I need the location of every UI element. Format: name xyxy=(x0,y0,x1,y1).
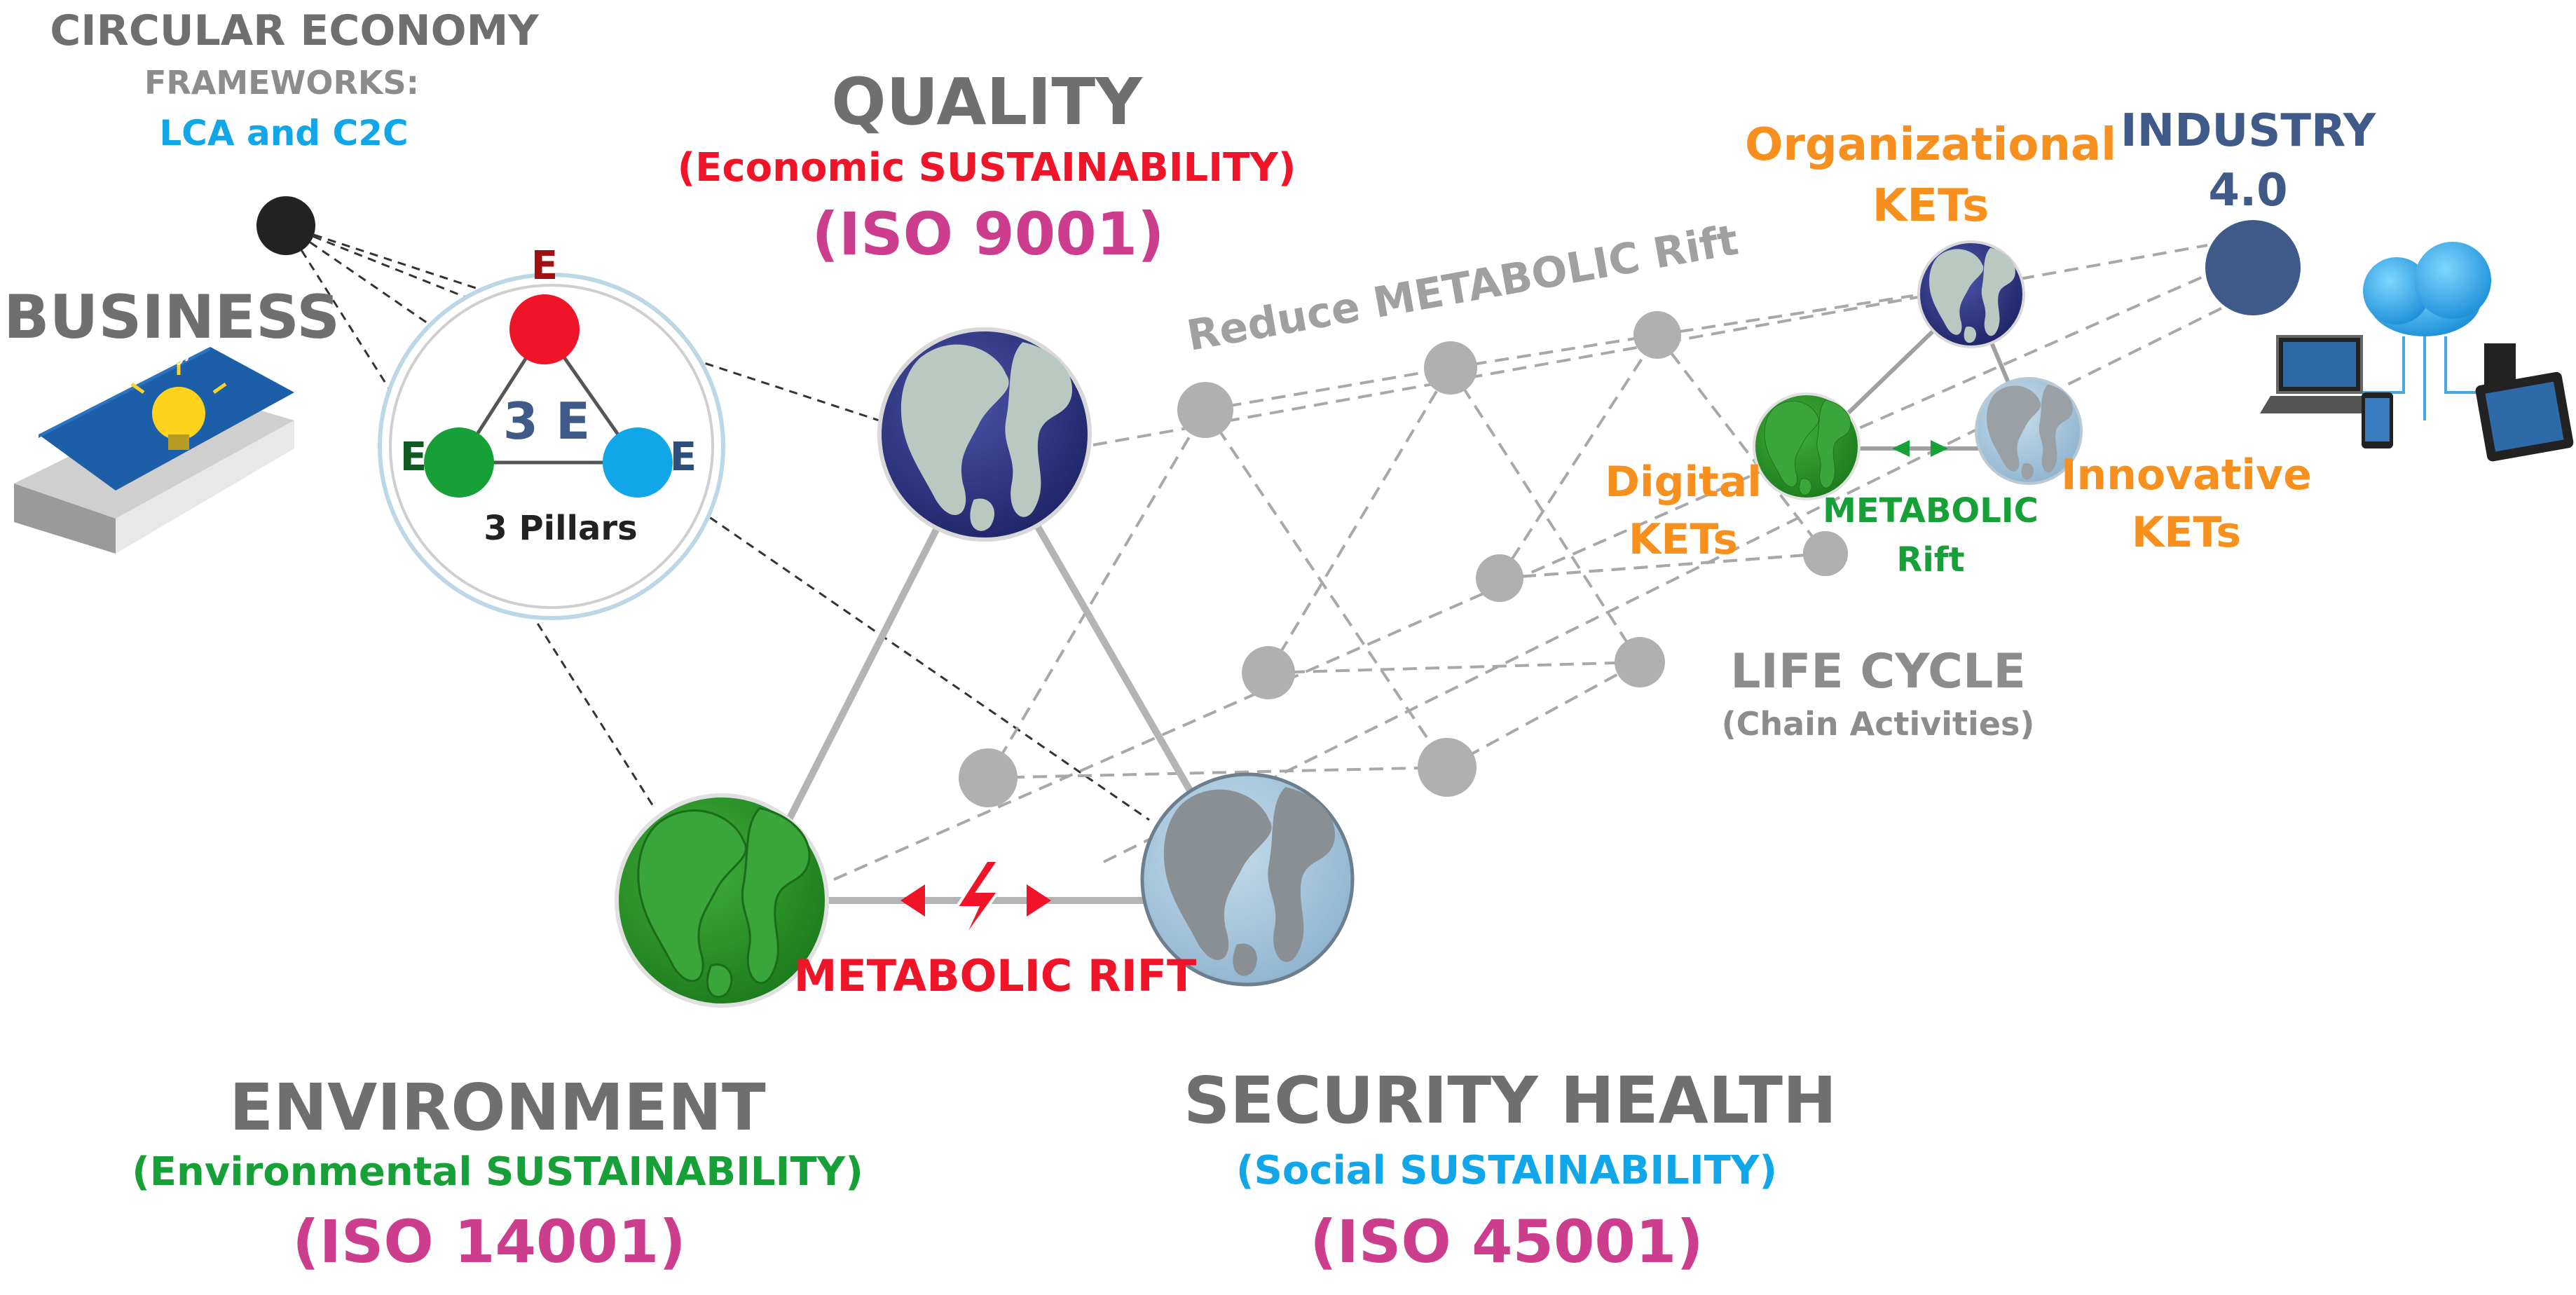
globe-security xyxy=(1140,772,1355,987)
circular-economy-subtitle: FRAMEWORKS: xyxy=(144,64,420,102)
circular-economy-frameworks: LCA and C2C xyxy=(159,113,409,153)
lc-node xyxy=(1418,738,1477,797)
three-e-diagram xyxy=(378,273,725,620)
quality-subtitle-close: ) xyxy=(1277,145,1296,191)
kets-rift-line1: METABOLIC xyxy=(1823,491,2039,530)
metabolic-rift-label: METABOLIC RIFT xyxy=(793,950,1197,1001)
quality-subtitle: (Economic SUSTAINABILITY) xyxy=(678,149,1296,188)
innovative-kets-line2: KETs xyxy=(2131,508,2242,557)
life-cycle-network xyxy=(833,244,2229,881)
pillar-environmental xyxy=(424,427,494,498)
quality-title: QUALITY xyxy=(831,64,1142,139)
life-cycle-nodes xyxy=(959,311,1848,807)
lightning-icon xyxy=(954,859,1001,944)
industry-node xyxy=(2205,220,2301,315)
three-e-center: 3 E xyxy=(502,392,591,451)
quality-iso: (ISO 9001) xyxy=(811,200,1165,268)
lc-node xyxy=(1177,382,1233,438)
organizational-kets-line2: KETs xyxy=(1872,180,1989,232)
circular-economy-title: CIRCULAR ECONOMY xyxy=(50,6,539,55)
kets-rift-line2: Rift xyxy=(1896,540,1965,580)
security-subtitle-close: ) xyxy=(1759,1148,1778,1193)
three-e-caption: 3 Pillars xyxy=(484,509,638,548)
lc-node xyxy=(1424,341,1477,395)
quality-subtitle-key: SUSTAINABILITY xyxy=(918,145,1278,191)
book-icon xyxy=(14,347,294,554)
digital-kets-line2: KETs xyxy=(1628,515,1739,564)
globe-digital xyxy=(1753,392,1861,500)
globe-quality xyxy=(877,327,1092,542)
environment-iso: (ISO 14001) xyxy=(292,1207,686,1276)
digital-kets-line1: Digital xyxy=(1605,458,1762,507)
pillar-environmental-letter: E xyxy=(399,434,427,480)
cloud-devices-icon xyxy=(2260,242,2574,462)
security-subtitle: (Social SUSTAINABILITY) xyxy=(1236,1151,1777,1191)
life-cycle-title: LIFE CYCLE xyxy=(1730,644,2026,699)
environment-subtitle: (Environmental SUSTAINABILITY) xyxy=(132,1153,863,1192)
metabolic-rift-arrows xyxy=(900,859,1051,944)
circular-economy-node xyxy=(256,196,315,255)
pillar-economic xyxy=(509,294,580,364)
lc-node xyxy=(1615,637,1665,687)
globe-organizational xyxy=(1917,240,2025,348)
lc-node xyxy=(1476,554,1523,602)
pillar-social xyxy=(603,427,673,498)
environment-subtitle-key: SUSTAINABILITY xyxy=(486,1149,846,1195)
globe-environment xyxy=(615,793,829,1008)
lc-node xyxy=(1242,646,1295,699)
innovative-kets-line1: Innovative xyxy=(2061,451,2312,500)
industry-line1: INDUSTRY xyxy=(2120,105,2376,157)
security-iso: (ISO 45001) xyxy=(1310,1207,1704,1276)
security-subtitle-open: (Social xyxy=(1235,1148,1400,1193)
security-title: SECURITY HEALTH xyxy=(1184,1063,1837,1138)
lc-node xyxy=(959,748,1018,807)
kets-rift-arrows xyxy=(1892,440,1948,457)
industry-line2: 4.0 xyxy=(2208,165,2288,217)
globe-innovative xyxy=(1975,377,2083,485)
quality-subtitle-open: (Economic xyxy=(677,145,919,191)
environment-subtitle-open: (Environmental xyxy=(132,1149,486,1195)
business-label: BUSINESS xyxy=(3,282,341,352)
kets-extra-nodes xyxy=(1803,531,1848,576)
pillar-economic-letter: E xyxy=(530,243,559,289)
environment-subtitle-close: ) xyxy=(845,1149,863,1195)
life-cycle-subtitle: (Chain Activities) xyxy=(1721,705,2035,743)
organizational-kets-line1: Organizational xyxy=(1744,119,2117,171)
security-subtitle-key: SUSTAINABILITY xyxy=(1399,1148,1760,1193)
environment-title: ENVIRONMENT xyxy=(229,1070,766,1145)
pillar-social-letter: E xyxy=(669,434,697,480)
lc-node xyxy=(1633,311,1681,359)
